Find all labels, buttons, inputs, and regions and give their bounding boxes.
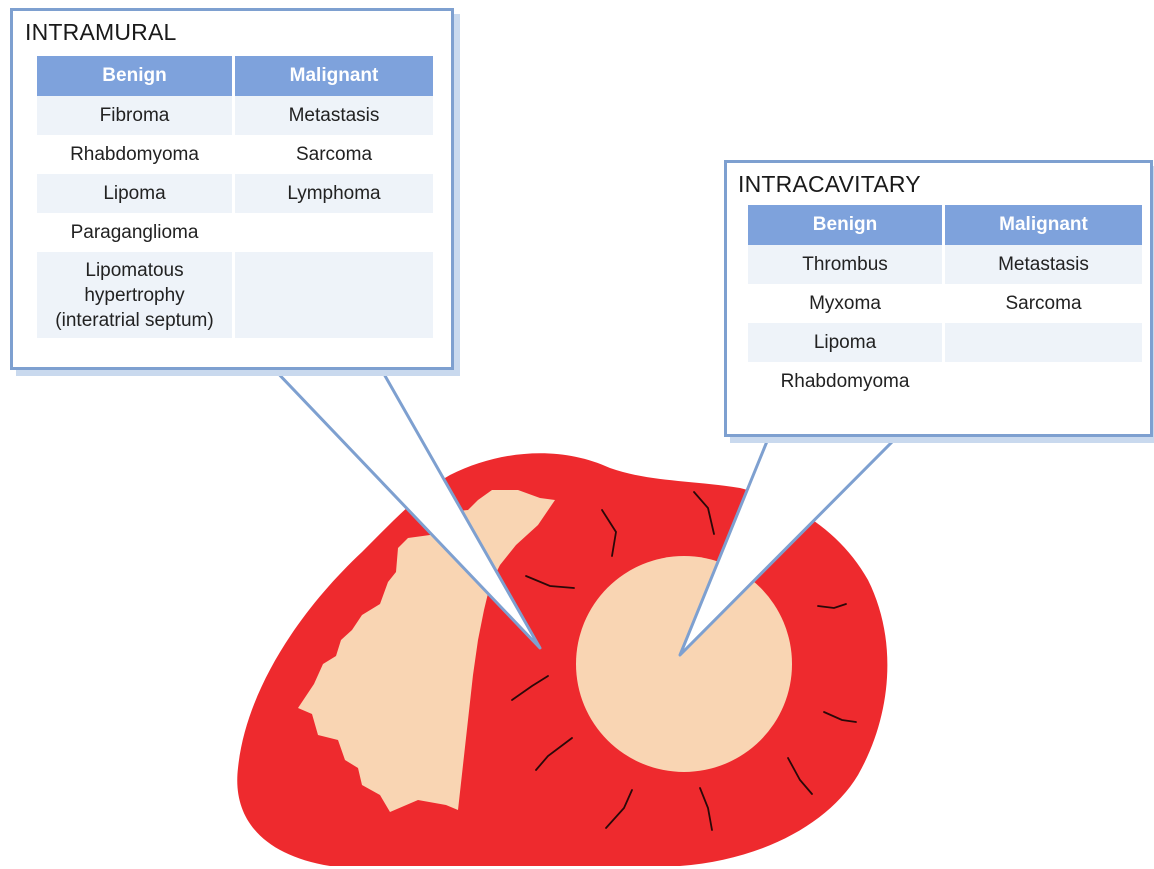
benign-cell: Rhabdomyoma <box>748 362 945 401</box>
intracavitary-tumor <box>576 556 792 772</box>
benign-cell: Fibroma <box>37 96 235 135</box>
intracavitary-table: Benign Malignant Thrombus Metastasis Myx… <box>748 205 1142 401</box>
table-row: Paraganglioma <box>37 213 433 252</box>
malignant-cell <box>235 213 433 252</box>
table-header-row: Benign Malignant <box>37 56 433 96</box>
intramural-callout: INTRAMURAL Benign Malignant Fibroma Meta… <box>10 8 454 370</box>
malignant-cell: Metastasis <box>235 96 433 135</box>
table-row: Rhabdomyoma <box>748 362 1142 401</box>
table-row: Thrombus Metastasis <box>748 245 1142 284</box>
benign-cell: Lipoma <box>748 323 945 362</box>
benign-cell: Myxoma <box>748 284 945 323</box>
intramural-title: INTRAMURAL <box>25 19 177 46</box>
table-row: Myxoma Sarcoma <box>748 284 1142 323</box>
table-row: Rhabdomyoma Sarcoma <box>37 135 433 174</box>
benign-cell: Rhabdomyoma <box>37 135 235 174</box>
malignant-cell: Metastasis <box>945 245 1142 284</box>
table-row: Fibroma Metastasis <box>37 96 433 135</box>
table-header-row: Benign Malignant <box>748 205 1142 245</box>
benign-cell: Lipoma <box>37 174 235 213</box>
column-header-malignant: Malignant <box>945 205 1142 245</box>
intracavitary-title: INTRACAVITARY <box>738 171 921 198</box>
column-header-benign: Benign <box>37 56 235 96</box>
intramural-table: Benign Malignant Fibroma Metastasis Rhab… <box>37 56 433 338</box>
benign-cell: Lipomatous hypertrophy (interatrial sept… <box>37 252 235 338</box>
column-header-malignant: Malignant <box>235 56 433 96</box>
intracavitary-callout: INTRACAVITARY Benign Malignant Thrombus … <box>724 160 1153 437</box>
table-row: Lipoma Lymphoma <box>37 174 433 213</box>
benign-cell: Paraganglioma <box>37 213 235 252</box>
malignant-cell <box>945 323 1142 362</box>
malignant-cell: Sarcoma <box>235 135 433 174</box>
malignant-cell: Lymphoma <box>235 174 433 213</box>
table-row: Lipoma <box>748 323 1142 362</box>
malignant-cell <box>945 362 1142 401</box>
malignant-cell <box>235 252 433 338</box>
malignant-cell: Sarcoma <box>945 284 1142 323</box>
benign-cell: Thrombus <box>748 245 945 284</box>
table-row: Lipomatous hypertrophy (interatrial sept… <box>37 252 433 338</box>
column-header-benign: Benign <box>748 205 945 245</box>
